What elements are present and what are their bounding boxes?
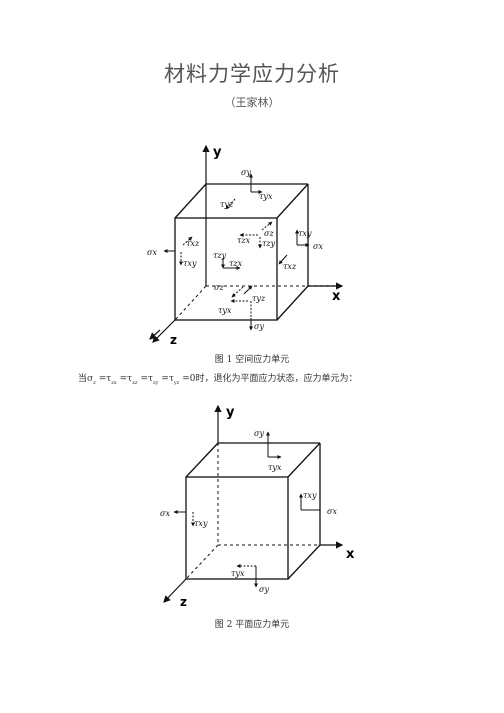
figure-2-caption: 图 2 平面应力单元 [214, 620, 290, 630]
stress-arrows-1 [163, 173, 310, 331]
label2-tau-xy-left: τxy [194, 519, 208, 528]
label2-sigma-y-bottom: σy [259, 585, 269, 594]
fig2-axis-x: x [346, 547, 355, 562]
label-sigma-y-top: σy [241, 168, 251, 177]
label2-tau-yx-bottom: τyx [231, 569, 245, 578]
label-tau-xz-right: τxz [283, 262, 297, 271]
label2-tau-yx-top: τyx [268, 463, 282, 472]
fig1-axis-x: x [332, 289, 341, 304]
page-title: 材料力学应力分析 [164, 62, 340, 86]
label-tau-zx: τzx [237, 236, 251, 245]
axes-1 [149, 144, 344, 343]
fig1-axis-z: z [170, 333, 177, 347]
figure-1-caption: 图 1 空间应力单元 [214, 355, 290, 365]
label-tau-zy: τzy [262, 239, 276, 248]
label-tau-xy-left: τxy [183, 259, 197, 268]
label-tau-xy-right: τxy [298, 229, 312, 238]
label-tau-yx-top: τyx [259, 192, 273, 201]
label-sigma-z: σz [264, 229, 274, 238]
stress-labels-2: σy τyx τxy σx σx τxy τyx σy [160, 429, 337, 594]
condition-text: 当σz =τzx =τxz =τzy =τyz =0时，退化为平面应力状态，应力… [78, 374, 358, 386]
label2-sigma-y-top: σy [254, 429, 264, 438]
label-sigma-z-bottom: σz [214, 283, 224, 292]
stress-labels-1: σy τyx τyz σz τzx τzy τxz σx τxy τxy σx … [147, 168, 323, 331]
fig2-axis-y: y [226, 405, 235, 420]
author-line: （王家林） [224, 96, 280, 109]
label-tau-xz-left: τxz [186, 239, 200, 248]
label2-sigma-x-left: σx [160, 509, 170, 518]
label-sigma-x-right: σx [313, 242, 323, 251]
cube-2 [185, 442, 321, 580]
axes-2 [163, 404, 344, 603]
label2-tau-xy-right: τxy [303, 491, 317, 500]
label-tau-yx-bottom: τyx [218, 306, 232, 315]
stress-arrows-2 [173, 431, 320, 588]
label2-sigma-x-right: σx [327, 507, 337, 516]
label-tau-yz-top: τyz [220, 200, 234, 209]
label-sigma-x-left: σx [147, 248, 157, 257]
fig1-axis-y: y [213, 145, 222, 160]
label-sigma-y-bottom: σy [254, 322, 264, 331]
label-tau-zx-front: τzx [229, 259, 243, 268]
label-tau-yz-bottom: τyz [252, 294, 266, 303]
fig2-axis-z: z [180, 595, 187, 609]
label-tau-zy-front: τzy [213, 251, 227, 260]
